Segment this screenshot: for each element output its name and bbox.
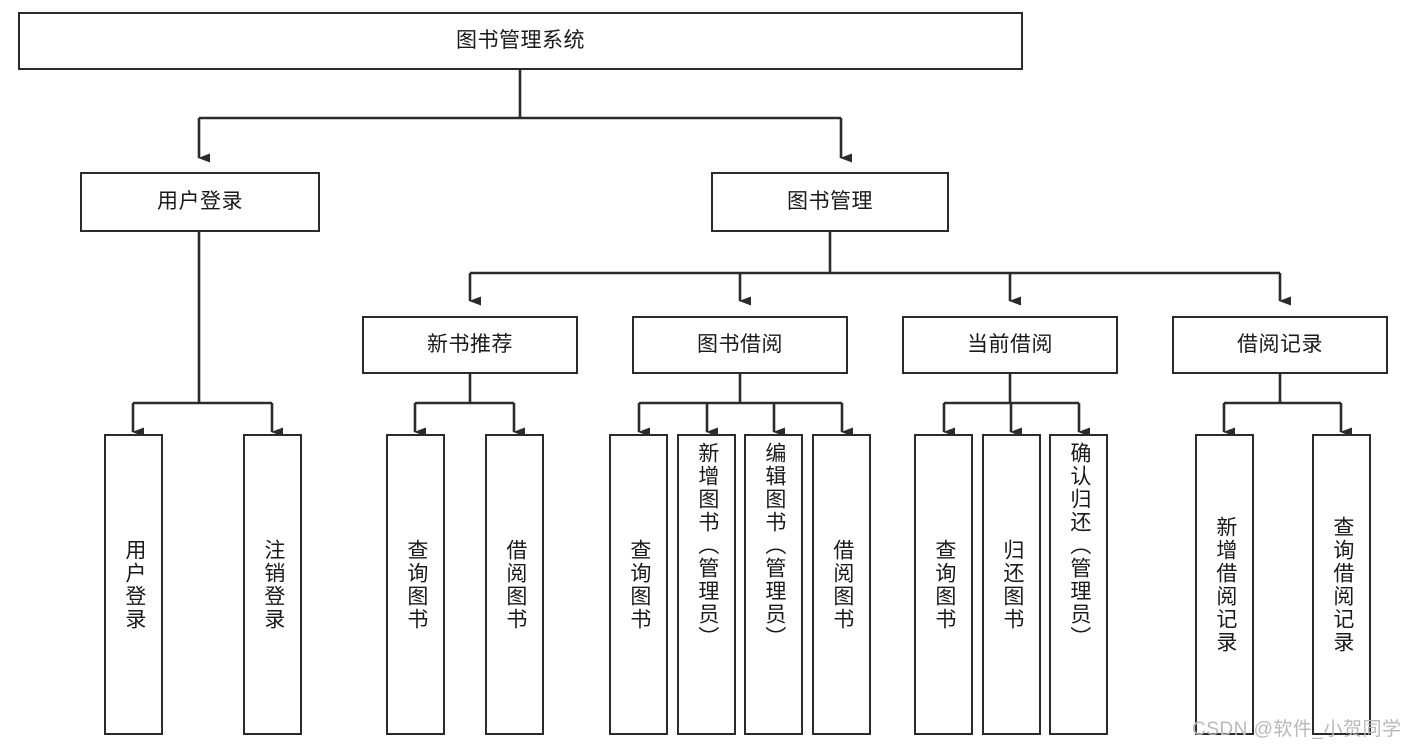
node-leaf-confirm-return[interactable]: 确认归还（管理员）	[1049, 434, 1108, 735]
node-borrow-record[interactable]: 借阅记录	[1172, 316, 1388, 374]
node-leaf-return-book-label: 归还图书	[1000, 538, 1024, 631]
node-leaf-user-login[interactable]: 用户登录	[104, 434, 163, 735]
node-new-book-rec-label: 新书推荐	[427, 332, 513, 356]
node-leaf-query-book-2[interactable]: 查询图书	[609, 434, 668, 735]
node-leaf-confirm-return-label: 确认归还（管理员）	[1067, 442, 1091, 649]
node-leaf-query-book-2-label: 查询图书	[627, 538, 651, 631]
node-leaf-query-book-3-label: 查询图书	[932, 538, 956, 631]
node-current-borrow[interactable]: 当前借阅	[902, 316, 1118, 374]
node-book-manage[interactable]: 图书管理	[711, 172, 949, 232]
node-leaf-add-record[interactable]: 新增借阅记录	[1195, 434, 1254, 735]
node-leaf-query-book-1[interactable]: 查询图书	[386, 434, 445, 735]
node-book-borrow[interactable]: 图书借阅	[632, 316, 848, 374]
node-leaf-add-book-label: 新增图书（管理员）	[695, 442, 719, 649]
csdn-watermark: CSDN @软件_小贺同学	[1192, 719, 1402, 740]
node-leaf-edit-book-label: 编辑图书（管理员）	[762, 442, 786, 649]
node-leaf-return-book[interactable]: 归还图书	[982, 434, 1041, 735]
node-leaf-borrow-book-2[interactable]: 借阅图书	[812, 434, 871, 735]
node-book-borrow-label: 图书借阅	[697, 332, 783, 356]
node-leaf-borrow-book-2-label: 借阅图书	[830, 538, 854, 631]
node-leaf-query-book-1-label: 查询图书	[404, 538, 428, 631]
node-user-login-label: 用户登录	[157, 189, 243, 213]
node-leaf-user-login-label: 用户登录	[122, 538, 146, 631]
node-leaf-query-book-3[interactable]: 查询图书	[914, 434, 973, 735]
node-leaf-add-record-label: 新增借阅记录	[1213, 515, 1237, 654]
node-leaf-logout[interactable]: 注销登录	[243, 434, 302, 735]
node-leaf-logout-label: 注销登录	[261, 538, 285, 631]
node-book-manage-label: 图书管理	[787, 189, 873, 213]
node-leaf-borrow-book-1[interactable]: 借阅图书	[485, 434, 544, 735]
node-current-borrow-label: 当前借阅	[967, 332, 1053, 356]
node-leaf-edit-book[interactable]: 编辑图书（管理员）	[744, 434, 803, 735]
node-leaf-query-record-label: 查询借阅记录	[1330, 515, 1354, 654]
node-root-label: 图书管理系统	[456, 28, 585, 52]
node-borrow-record-label: 借阅记录	[1237, 332, 1323, 356]
node-user-login[interactable]: 用户登录	[80, 172, 320, 232]
node-leaf-borrow-book-1-label: 借阅图书	[503, 538, 527, 631]
node-new-book-rec[interactable]: 新书推荐	[362, 316, 578, 374]
node-leaf-query-record[interactable]: 查询借阅记录	[1312, 434, 1371, 735]
node-root[interactable]: 图书管理系统	[18, 12, 1023, 70]
node-leaf-add-book[interactable]: 新增图书（管理员）	[677, 434, 736, 735]
